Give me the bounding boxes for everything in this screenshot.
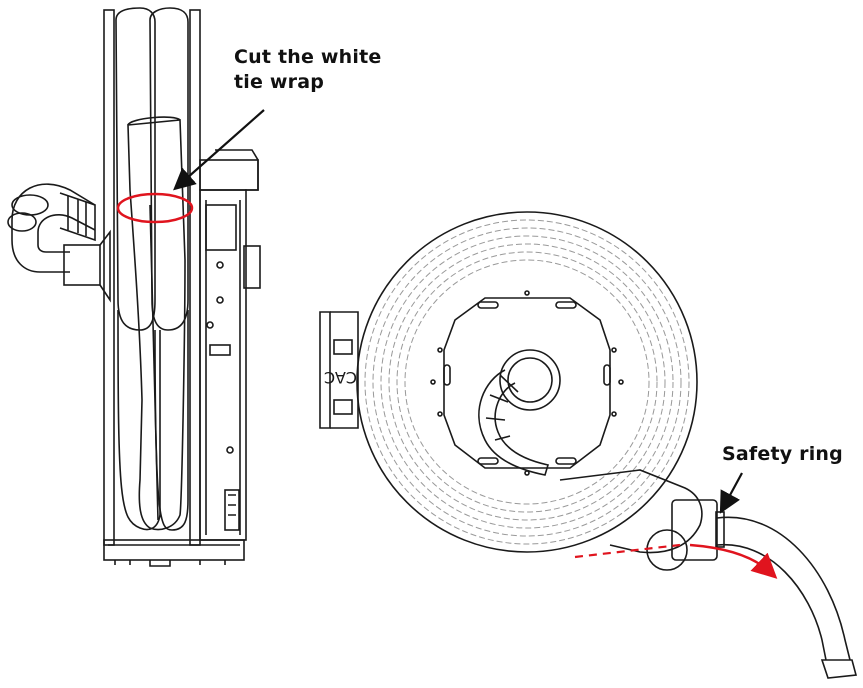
side-view-motor-bracket	[199, 149, 261, 541]
cut-tie-wrap-label-line1: Cut the white	[234, 46, 382, 68]
front-view-hose-guide	[671, 499, 718, 561]
tie-wrap-pointer-arrow	[173, 109, 265, 191]
front-view-hub	[499, 349, 561, 411]
safety-ring-pointer-arrow	[719, 472, 743, 514]
tie-wrap-highlight	[116, 192, 194, 224]
hose-pull-dashed-line	[574, 543, 681, 559]
front-view-hose-coils	[364, 219, 690, 545]
cut-tie-wrap-label: Cut the white tie wrap	[234, 45, 394, 95]
safety-ring-label: Safety ring	[722, 443, 843, 465]
front-view-inner-plate	[443, 297, 611, 469]
side-view-elbow-pipe	[7, 183, 111, 303]
front-view-inner-hose	[478, 369, 550, 476]
side-view-hose-drum	[115, 7, 189, 531]
reel-marking: CAC	[324, 368, 357, 387]
front-view-outer-disc	[356, 211, 698, 553]
side-view-front-plate	[103, 9, 115, 546]
outgoing-hose	[716, 516, 851, 661]
front-view-bolts	[430, 290, 624, 476]
side-view-reel	[7, 7, 261, 567]
front-view-plate-slots	[443, 301, 611, 465]
cut-tie-wrap-label-line2: tie wrap	[234, 71, 325, 93]
front-view-reel	[319, 211, 858, 679]
hose-pull-arrow	[689, 543, 778, 579]
side-view-base	[103, 539, 245, 567]
side-view-back-plate	[189, 9, 201, 546]
front-view-guide-arm	[559, 469, 703, 554]
